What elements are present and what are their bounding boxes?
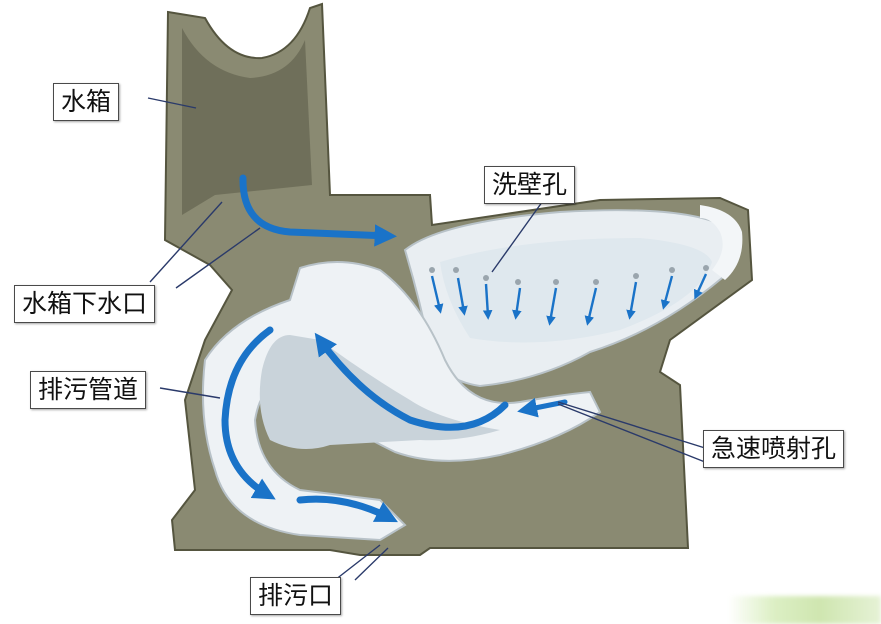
callout-line-sewage-outlet-b	[354, 547, 389, 581]
callout-line-tank-outlet-b	[175, 227, 261, 289]
wash-holes	[429, 265, 709, 285]
downward-arrow-icon	[512, 287, 522, 320]
label-jet-hole: 急速喷射孔	[703, 430, 845, 468]
downward-arrow-icon	[546, 287, 558, 326]
rim-channel	[700, 205, 743, 280]
downward-arrow-icon	[626, 281, 638, 320]
corner-watermark-blur	[728, 596, 881, 624]
wash-arrows	[430, 273, 708, 326]
downward-arrow-icon	[482, 283, 493, 320]
callout-line-jet-hole-b	[557, 403, 706, 463]
downward-arrow-icon	[456, 277, 468, 316]
callout-lines	[147, 97, 706, 581]
label-water-tank: 水箱	[53, 83, 120, 121]
downward-arrow-icon	[430, 275, 444, 314]
label-sewage-outlet: 排污口	[250, 577, 342, 615]
label-wash-holes: 洗壁孔	[484, 166, 576, 204]
downward-arrow-icon	[584, 287, 598, 326]
flow-arrow-jet-in	[517, 397, 568, 418]
callout-line-sewage-pipe	[159, 387, 221, 399]
flow-arrow-pipe-down	[221, 326, 276, 500]
tank-interior	[182, 28, 312, 215]
downward-arrow-icon	[660, 275, 674, 310]
flow-arrow-to-outlet	[296, 495, 398, 523]
pipe-inner-wall	[259, 335, 500, 449]
callout-line-sewage-outlet-a	[334, 544, 381, 581]
bowl-inner	[440, 238, 712, 343]
downward-arrow-icon	[694, 273, 708, 300]
callout-line-water-tank	[147, 97, 197, 109]
water-flow-arrows	[221, 174, 568, 523]
callout-line-wash-holes	[491, 197, 546, 273]
label-sewage-pipe: 排污管道	[30, 371, 147, 409]
flow-arrow-jet-return	[314, 332, 509, 431]
porcelain-surfaces	[201, 205, 743, 542]
callout-line-tank-outlet-a	[149, 201, 223, 283]
label-tank-outlet: 水箱下水口	[14, 285, 156, 323]
flow-arrow-tank-down	[239, 174, 397, 247]
callout-line-jet-hole-a	[557, 401, 706, 449]
